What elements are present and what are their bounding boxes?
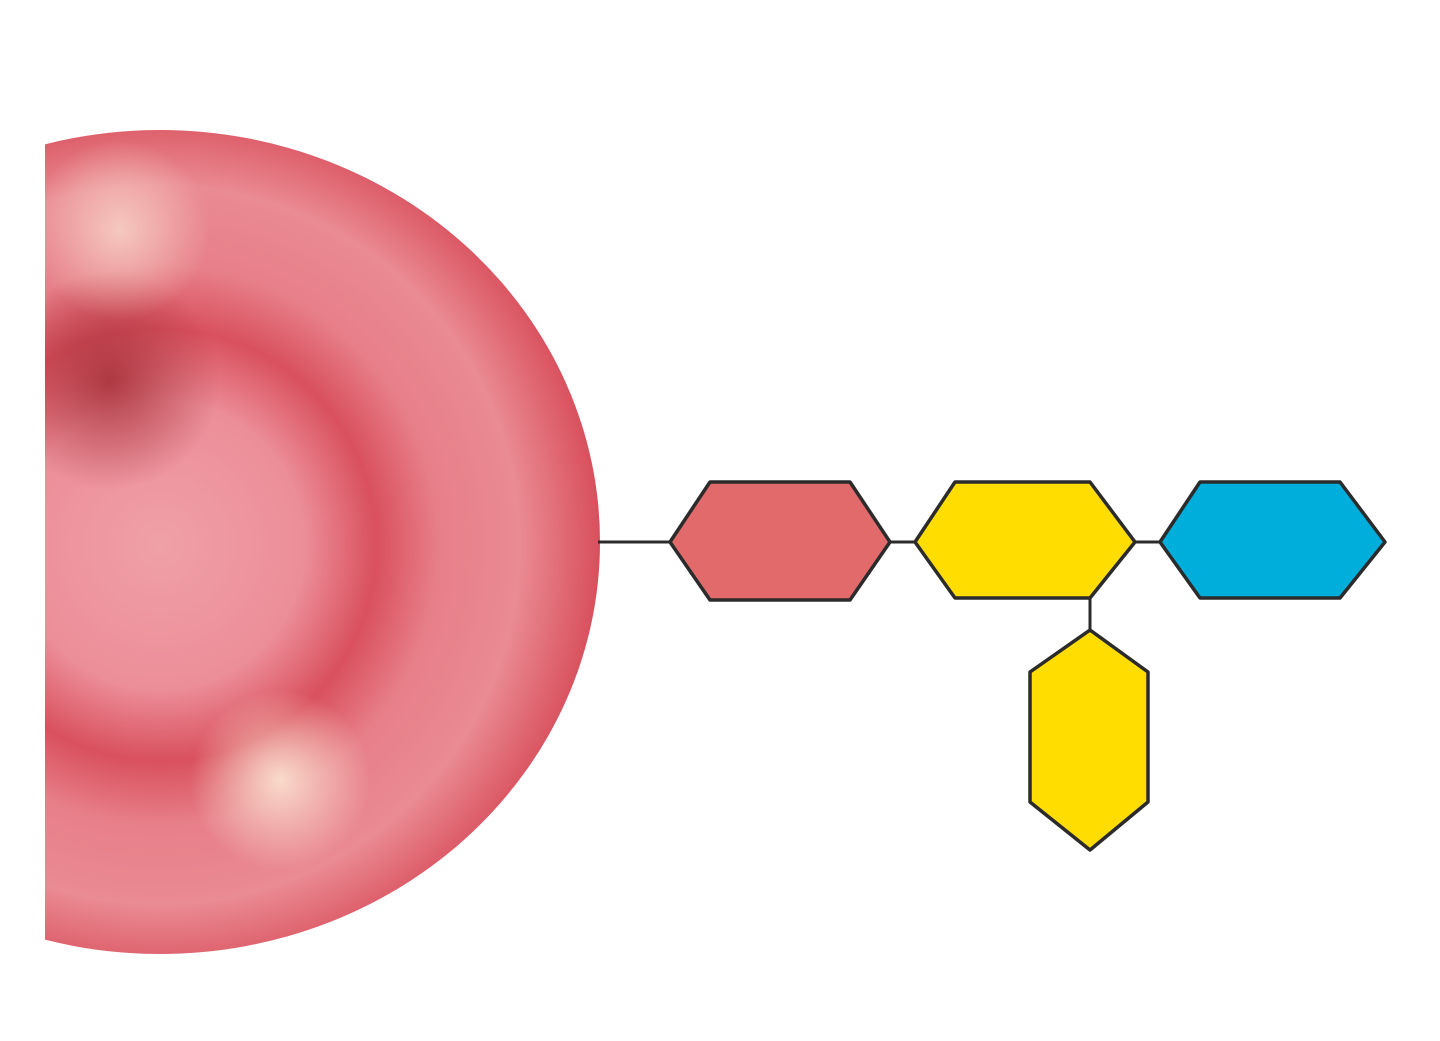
- red-blood-cell: [45, 130, 600, 954]
- sugar-hexagon-red: [668, 480, 892, 602]
- sugar-hexagon-yellow-branch: [1028, 628, 1150, 852]
- sugar-hexagon-blue: [1158, 480, 1387, 600]
- glycosidic-links: [598, 540, 1160, 630]
- sugar-hexagon-yellow: [913, 480, 1137, 600]
